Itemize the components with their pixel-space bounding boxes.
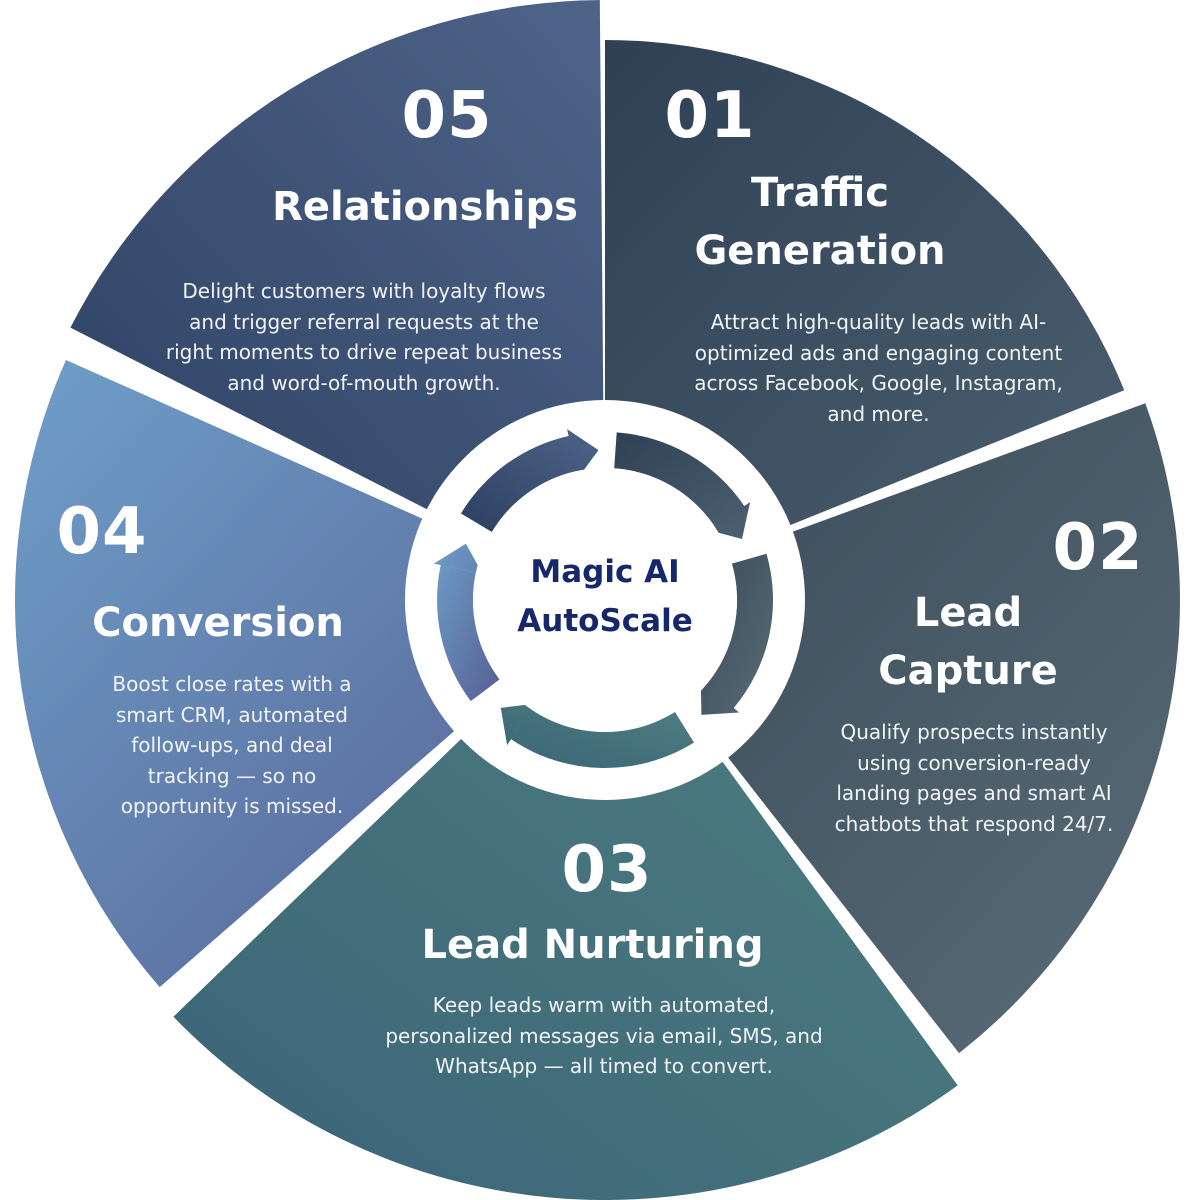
- center-title: Magic AI AutoScale: [470, 548, 740, 646]
- segment-04-title: Conversion: [92, 600, 344, 646]
- segment-01-description: Attract high-quality leads with AI-optim…: [694, 310, 1063, 426]
- segment-05-number: 05: [401, 79, 493, 153]
- cycle-arrow-01: [614, 432, 751, 539]
- center-title-line2: AutoScale: [517, 603, 693, 639]
- segment-04-description: Boost close rates with a smart CRM, auto…: [112, 672, 352, 818]
- segment-01-title: Traffic Generation: [694, 170, 946, 274]
- center-disc: [473, 468, 737, 732]
- segment-02-description: Qualify prospects instantly using conver…: [834, 720, 1114, 836]
- segment-01-number: 01: [664, 79, 756, 153]
- segment-02-title: Lead Capture: [878, 590, 1058, 694]
- segment-04-wedge: [14, 360, 605, 988]
- segment-03-title: Lead Nurturing: [421, 922, 764, 968]
- segment-03-number: 03: [561, 833, 653, 907]
- cycle-arrow-04: [433, 543, 500, 702]
- cycle-arrow-05: [461, 429, 599, 532]
- segment-04-number: 04: [56, 495, 148, 569]
- segment-03-description: Keep leads warm with automated, personal…: [385, 993, 823, 1078]
- segment-05-description: Delight customers with loyalty flows and…: [165, 279, 563, 395]
- segment-02-number: 02: [1052, 511, 1144, 585]
- segment-05-title: Relationships: [272, 184, 578, 230]
- segment-03-wedge: [173, 600, 958, 1200]
- cycle-arrow-02: [700, 553, 774, 715]
- center-title-line1: Magic AI: [530, 554, 680, 590]
- segment-05-wedge: [70, 0, 605, 600]
- cycle-arrow-03: [500, 703, 694, 769]
